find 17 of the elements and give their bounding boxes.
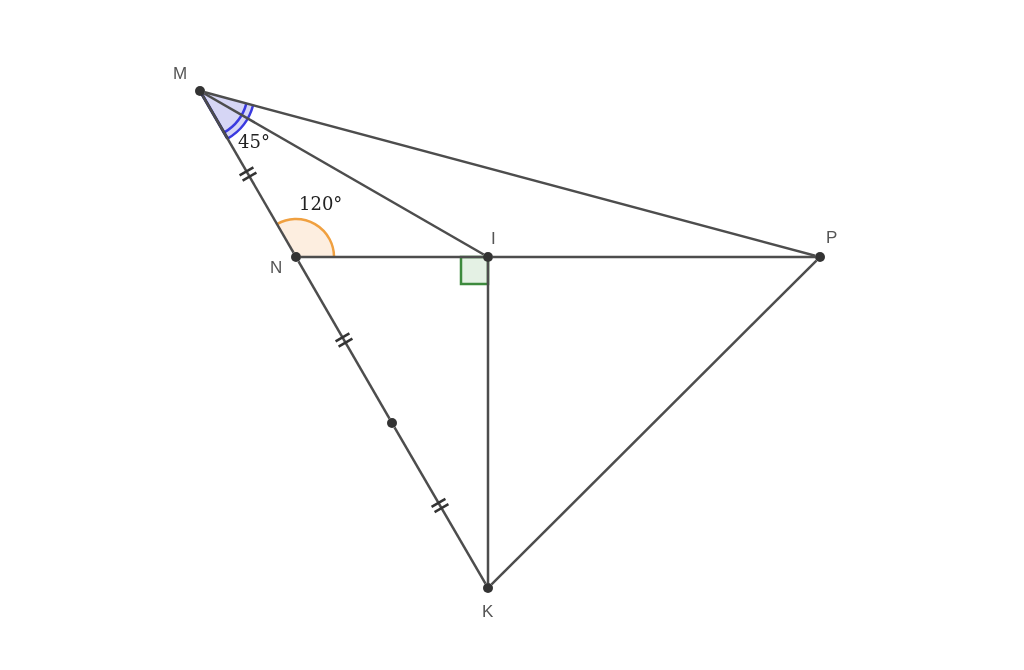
angle-label: 120° [299, 194, 343, 214]
line-segment [201, 94, 295, 254]
line-segment [301, 255, 483, 259]
line-segment [493, 255, 815, 259]
line-segment [203, 92, 485, 256]
line-segment [393, 426, 487, 585]
line-segment [486, 262, 490, 583]
point-label: P [826, 229, 838, 247]
line-segment [204, 91, 816, 257]
line-segment [297, 260, 391, 420]
angle-label: 45° [238, 132, 270, 152]
point-label: N [270, 259, 283, 277]
point-label: M [173, 65, 188, 83]
point-label: K [482, 603, 494, 621]
point-marker [387, 418, 397, 428]
line-segment [490, 259, 818, 586]
point-label: I [491, 230, 496, 248]
